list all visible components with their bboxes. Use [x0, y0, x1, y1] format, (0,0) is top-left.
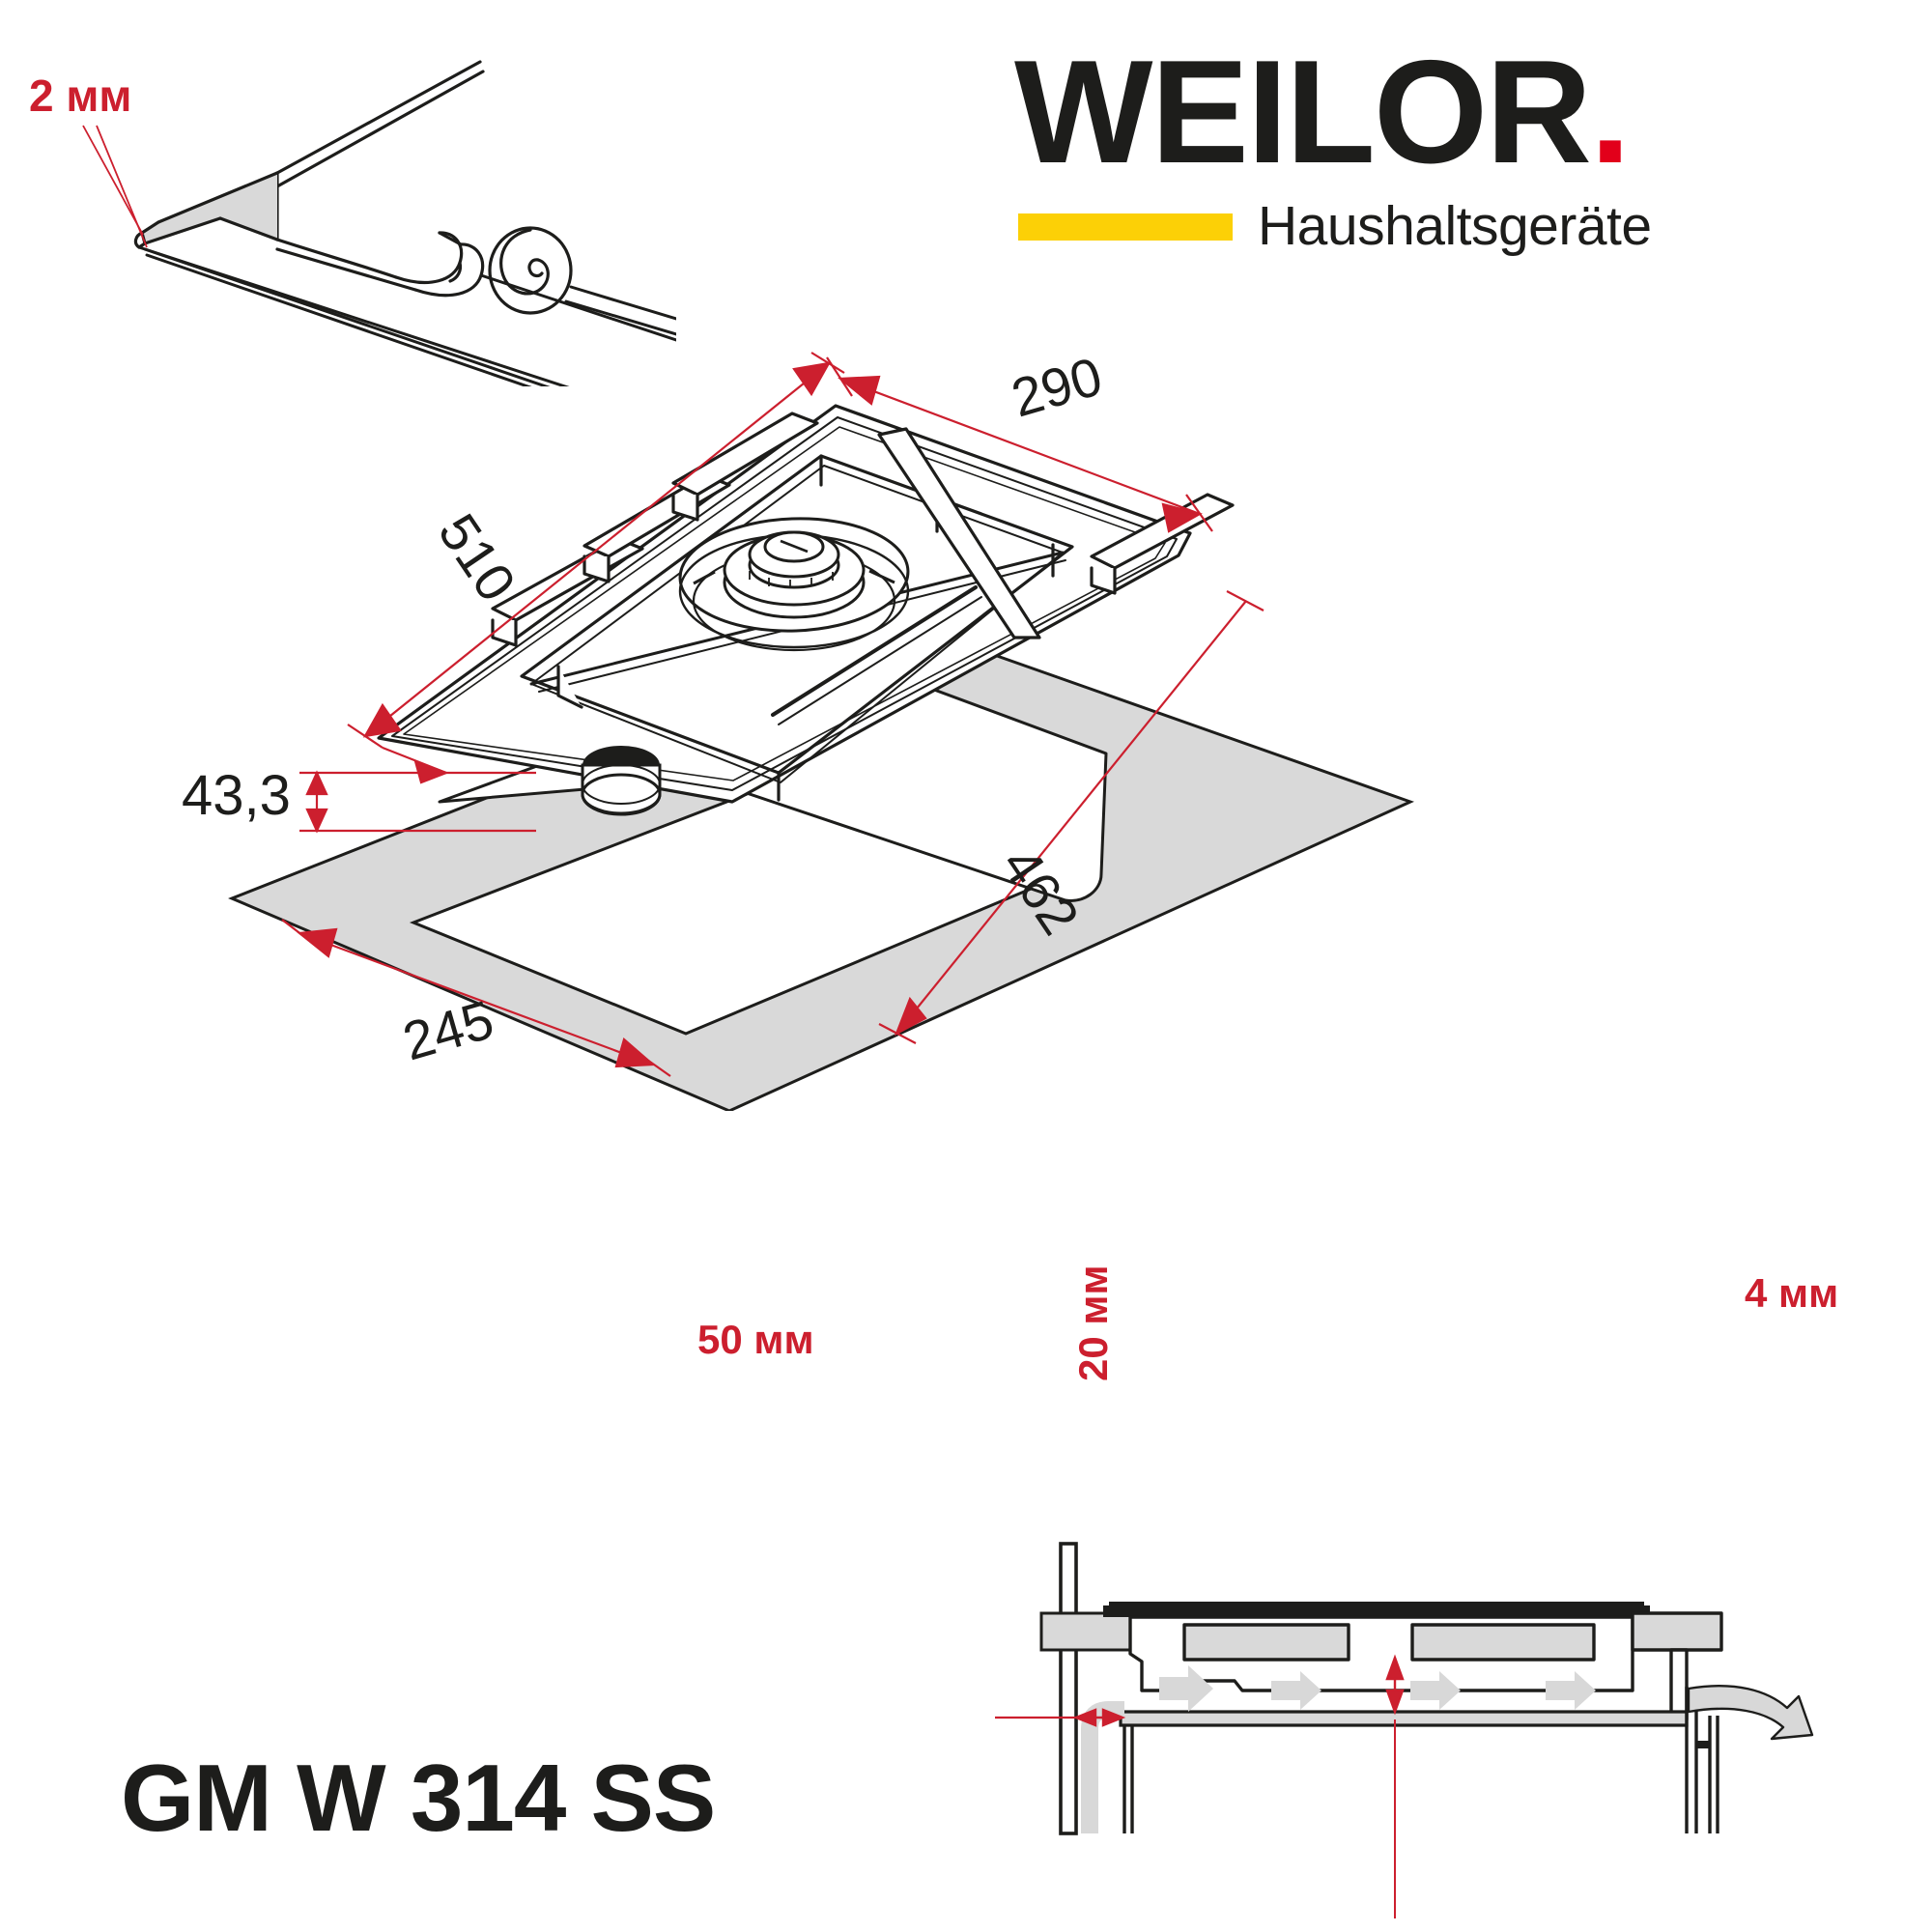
brand-wordmark-text: WEILOR: [1014, 30, 1592, 194]
dimension-label-air-gap: 20 мм: [1070, 1264, 1116, 1381]
brand-logo: WEILOR. Haushaltsgeräte: [1014, 39, 1816, 280]
curved-exhaust-arrow-icon: [1687, 1685, 1814, 1741]
dimension-label-wall-clearance: 50 мм: [697, 1317, 814, 1362]
edge-thickness-detail-drawing: [82, 60, 676, 386]
dimension-label-edge-thickness: 2 мм: [29, 71, 132, 121]
product-model-name: GM W 314 SS: [121, 1745, 716, 1851]
installation-cross-section-drawing: [995, 1542, 1814, 1918]
brand-tagline-row: Haushaltsgeräte: [1018, 199, 1816, 254]
brand-tagline: Haushaltsgeräte: [1258, 195, 1652, 257]
airflow-arrow-icon: [1159, 1665, 1596, 1712]
hob-isometric-dimension-drawing: [228, 352, 1415, 1111]
brand-bar-icon: [1018, 213, 1233, 241]
brand-wordmark: WEILOR.: [1014, 39, 1816, 185]
brand-dot-icon: .: [1589, 30, 1631, 194]
dimension-label-body-height: 43,3: [182, 764, 291, 827]
dimension-label-overhang: 4 мм: [1745, 1270, 1839, 1316]
